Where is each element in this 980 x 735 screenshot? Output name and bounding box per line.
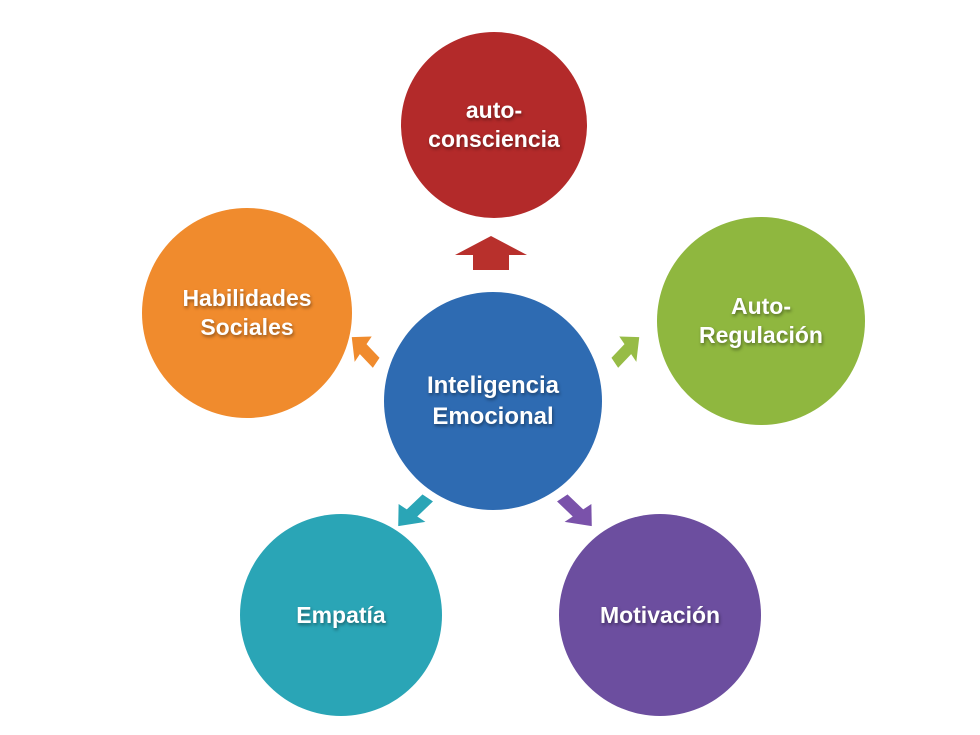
node-label: Auto- Regulación [699,293,823,348]
center-circle-inteligencia-emocional: Inteligencia Emocional [384,292,602,510]
node-circle-habilidades-sociales: Habilidades Sociales [142,208,352,418]
node-circle-auto-regulacion: Auto- Regulación [657,217,865,425]
node-label: auto- consciencia [428,97,560,152]
node-label: Empatía [296,601,386,628]
node-circle-empatia: Empatía [240,514,442,716]
node-label: Motivación [599,601,721,628]
down-left-arrow-icon [398,494,434,527]
node-circle-auto-consciencia: auto- consciencia [401,32,587,218]
node-circle-motivacion: Motivación [559,514,761,716]
up-left-arrow-icon [351,336,380,368]
down-right-arrow-icon [556,494,592,527]
node-label: Habilidades Sociales [182,285,312,340]
center-label: Inteligencia Emocional [426,372,560,430]
up-right-arrow-icon [611,336,640,368]
up-arrow-icon [455,236,527,270]
